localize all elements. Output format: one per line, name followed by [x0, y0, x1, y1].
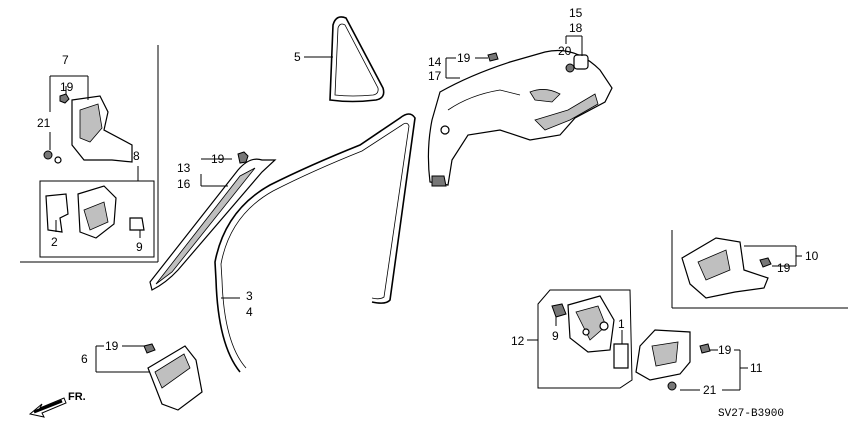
label-19-e: 19 [777, 261, 791, 275]
label-14: 14 [428, 55, 442, 69]
label-13: 13 [177, 161, 191, 175]
part-12-group [537, 289, 633, 389]
leader-lines [49, 35, 802, 391]
frame-lines [20, 45, 848, 309]
label-9-a: 9 [136, 240, 143, 254]
label-1: 1 [618, 317, 625, 331]
part-labels: 5 3 4 7 19 21 8 2 9 13 19 16 14 19 17 15… [37, 6, 819, 397]
label-8: 8 [133, 149, 140, 163]
part-20-clip [565, 54, 589, 73]
label-7: 7 [62, 53, 69, 67]
part-11-trim [635, 329, 711, 391]
front-direction-label: FR. [68, 391, 86, 403]
part-3-4-door-seal [214, 113, 416, 373]
label-19-f: 19 [718, 343, 732, 357]
label-12: 12 [511, 334, 525, 348]
label-19-b: 19 [211, 152, 225, 166]
part-5-quarter-seal [329, 16, 385, 103]
part-7-trim [43, 93, 133, 164]
front-direction-arrow [28, 397, 67, 418]
label-19-a: 19 [60, 80, 74, 94]
label-4: 4 [246, 305, 253, 319]
label-20: 20 [558, 44, 572, 58]
label-18: 18 [569, 21, 583, 35]
label-11: 11 [750, 361, 763, 375]
part-13-16-pillar-garnish [149, 151, 277, 291]
label-21-a: 21 [37, 116, 51, 130]
label-21-b: 21 [703, 383, 717, 397]
part-6-kick-panel [143, 343, 203, 411]
part-14-17-quarter-trim [427, 49, 613, 187]
part-8-group [39, 180, 155, 258]
label-16: 16 [177, 177, 191, 191]
diagram-code: SV27-B3900 [718, 408, 784, 420]
label-9-b: 9 [552, 329, 559, 343]
label-19-c: 19 [457, 51, 471, 65]
label-10: 10 [805, 249, 819, 263]
label-17: 17 [428, 69, 442, 83]
label-5: 5 [294, 50, 301, 64]
part-10-trim [681, 237, 772, 299]
label-3: 3 [246, 289, 253, 303]
label-6: 6 [81, 352, 88, 366]
label-15: 15 [569, 6, 583, 20]
label-2: 2 [51, 235, 58, 249]
label-19-d: 19 [105, 339, 119, 353]
